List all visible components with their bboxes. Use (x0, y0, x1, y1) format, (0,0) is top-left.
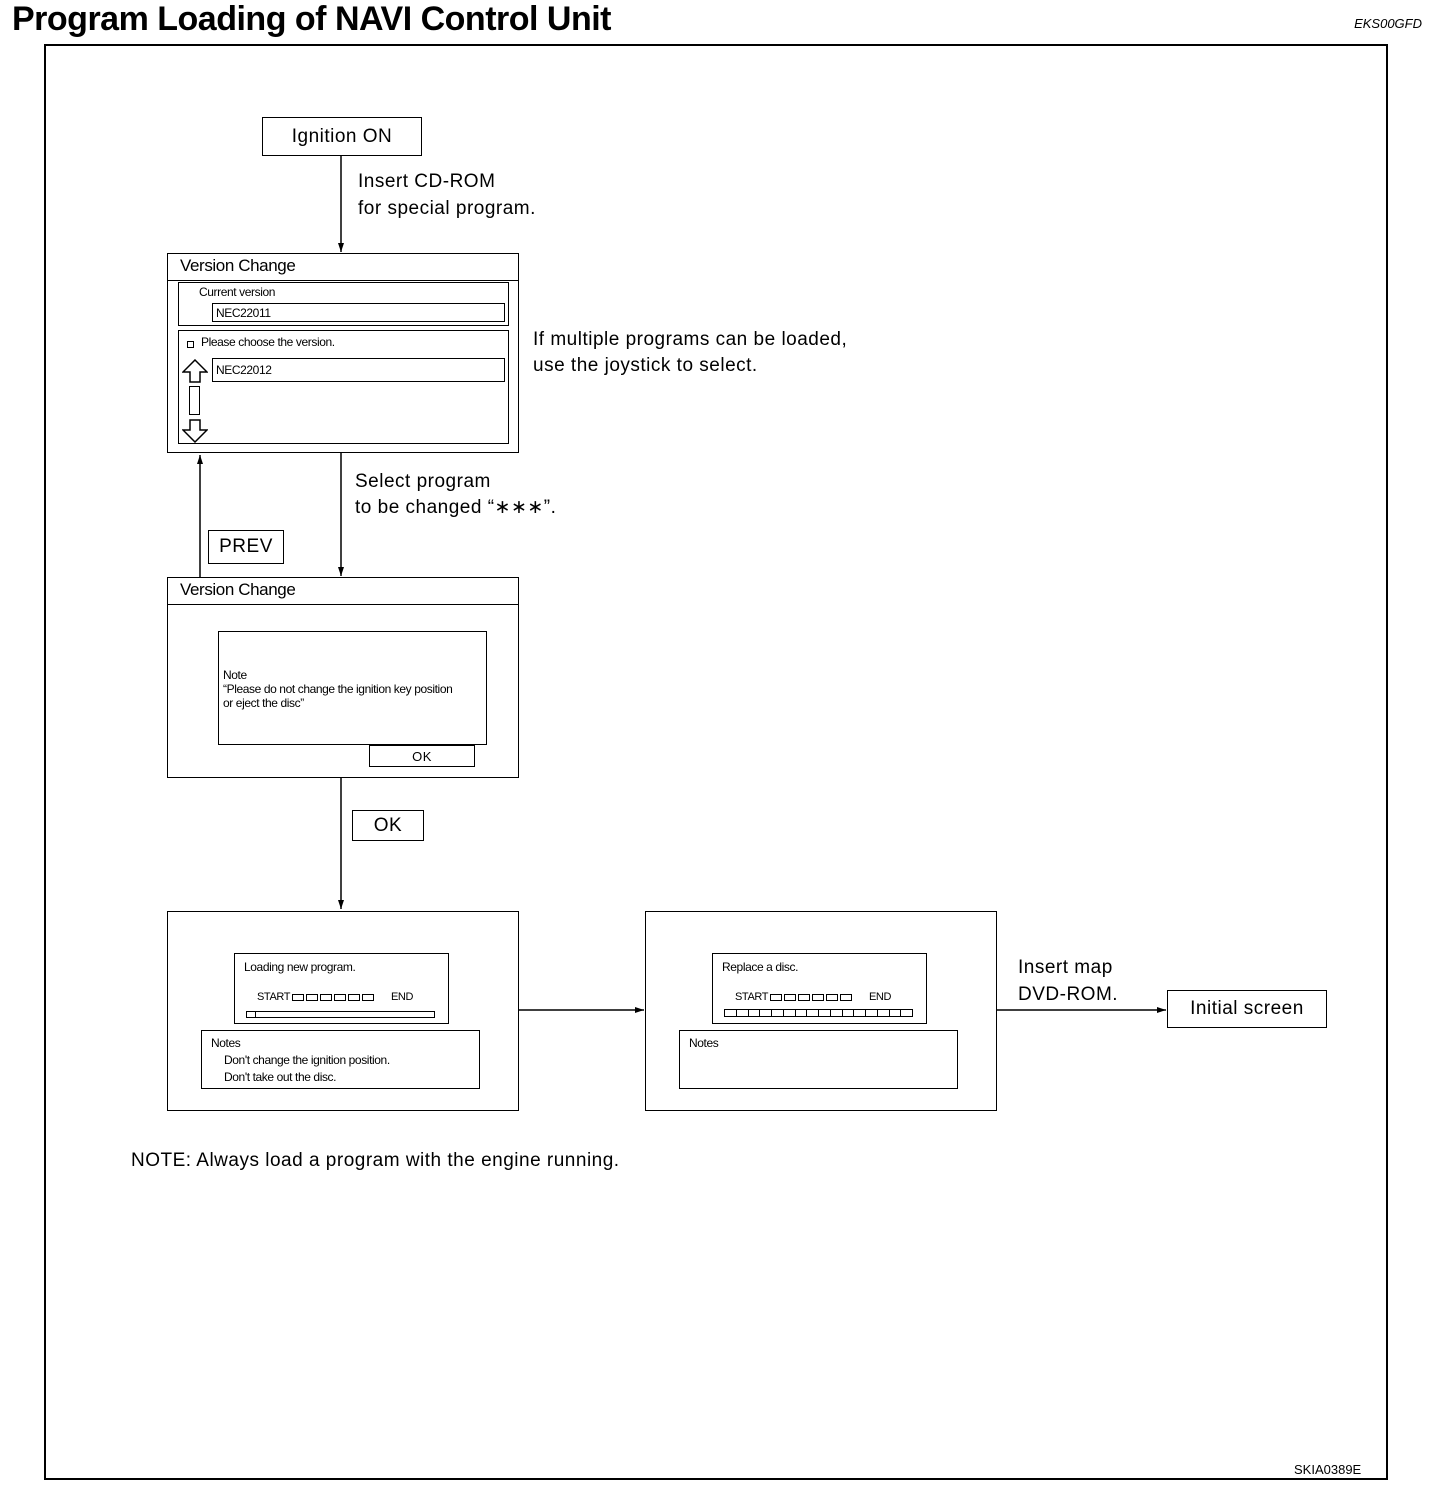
notes-title: Notes (689, 1036, 719, 1050)
note-line-1: “Please do not change the ignition key p… (223, 682, 453, 696)
version-change-screen-select: Version Change Current version NEC22011 … (167, 253, 519, 453)
replace-status-text: Replace a disc. (722, 960, 799, 974)
screen-title: Version Change (180, 256, 296, 275)
multiple-programs-note-1: If multiple programs can be loaded, (533, 329, 848, 350)
multiple-programs-note-2: use the joystick to select. (533, 355, 758, 376)
scroll-up-arrow-icon[interactable] (182, 359, 208, 383)
doc-code: EKS00GFD (1354, 16, 1422, 31)
loading-program-screen: Loading new program. START END Notes Don… (167, 911, 519, 1111)
current-version-label: Current version (199, 285, 276, 299)
scroll-down-arrow-icon[interactable] (182, 419, 208, 443)
insert-map-label-1: Insert map (1018, 957, 1113, 978)
start-label: START (257, 991, 291, 1003)
prev-button[interactable]: PREV (208, 530, 284, 564)
insert-cd-label-2: for special program. (358, 198, 536, 219)
scrollbar-thumb[interactable] (189, 386, 200, 415)
notes-line-1: Don't change the ignition position. (224, 1053, 390, 1067)
version-option-field[interactable]: NEC22012 (212, 358, 505, 382)
bullet-icon (187, 341, 194, 348)
screen-title: Version Change (180, 580, 296, 599)
progress-cells (292, 994, 374, 1001)
start-label: START (735, 991, 769, 1003)
progress-bar-full (724, 1009, 913, 1017)
insert-cd-label-1: Insert CD-ROM (358, 171, 496, 192)
note-line-2: or eject the disc” (223, 696, 304, 710)
end-label: END (869, 991, 892, 1003)
note-dialog: Note “Please do not change the ignition … (218, 631, 487, 745)
current-version-field: NEC22011 (212, 303, 505, 322)
loading-status-text: Loading new program. (244, 960, 356, 974)
insert-map-label-2: DVD-ROM. (1018, 984, 1119, 1005)
version-change-screen-note: Version Change Note “Please do not chang… (167, 577, 519, 778)
replace-disc-screen: Replace a disc. START END Notes (645, 911, 997, 1111)
figure-code: SKIA0389E (1294, 1462, 1362, 1477)
initial-screen-box: Initial screen (1167, 990, 1327, 1028)
replace-status-panel: Replace a disc. START END (712, 953, 927, 1024)
title-divider (168, 280, 518, 281)
notes-panel: Notes (679, 1030, 958, 1089)
ignition-on-box: Ignition ON (262, 117, 422, 156)
diagram-frame (44, 44, 1388, 1480)
notes-title: Notes (211, 1036, 241, 1050)
current-version-panel: Current version NEC22011 (178, 282, 509, 326)
choose-version-panel: Please choose the version. NEC22012 (178, 330, 509, 444)
notes-line-2: Don't take out the disc. (224, 1070, 337, 1084)
engine-running-note: NOTE: Always load a program with the eng… (131, 1150, 620, 1171)
end-label: END (391, 991, 414, 1003)
progress-cells (770, 994, 852, 1001)
select-program-label-2: to be changed “∗∗∗”. (355, 497, 557, 518)
title-divider (168, 604, 518, 605)
loading-status-panel: Loading new program. START END (234, 953, 449, 1024)
progress-bar (246, 1011, 435, 1018)
page-title: Program Loading of NAVI Control Unit (12, 0, 612, 38)
choose-version-label: Please choose the version. (201, 335, 335, 349)
note-title: Note (223, 668, 247, 682)
dialog-ok-button[interactable]: OK (369, 745, 475, 767)
ok-step-button[interactable]: OK (352, 810, 424, 841)
select-program-label-1: Select program (355, 471, 491, 492)
notes-panel: Notes Don't change the ignition position… (201, 1030, 480, 1089)
